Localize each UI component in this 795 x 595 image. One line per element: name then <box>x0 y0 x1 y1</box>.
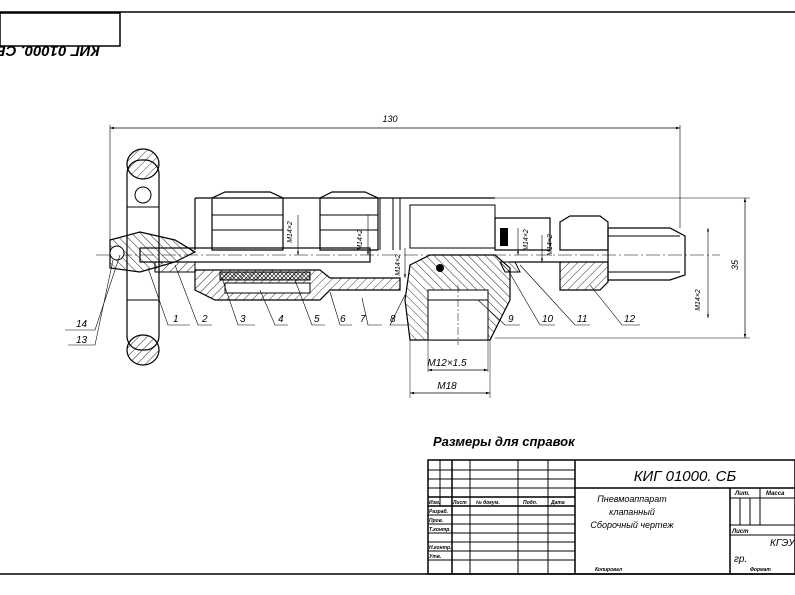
part-number-10: 10 <box>542 314 554 325</box>
name-line3: Сборочный чертеж <box>590 520 674 530</box>
row-label-checker: Пров. <box>429 518 443 524</box>
row-label-developer: Разраб. <box>429 508 448 515</box>
col-header-izm: Изм. <box>429 500 440 506</box>
part-numbers: 14 13 1 2 3 4 5 6 7 8 9 10 11 12 <box>76 314 636 346</box>
row-label-tech-control: Т.контр. <box>429 527 451 533</box>
name-line2: клапанный <box>609 507 655 517</box>
thread-label-5: М14×2 <box>547 234 554 256</box>
col-header-doc: № докум. <box>476 500 500 506</box>
dim-port: М12×1.5 М18 <box>409 340 491 398</box>
dim-port-width: М18 <box>437 381 457 392</box>
part-number-13: 13 <box>76 335 88 346</box>
copied-label: Копировал <box>595 567 623 573</box>
handwheel <box>109 148 197 366</box>
row-label-approved: Утв. <box>429 554 441 560</box>
union-nut-left <box>211 191 284 251</box>
dim-port-thread: М12×1.5 <box>427 358 467 369</box>
dim-overall: 130 <box>109 114 681 240</box>
sheet-frame <box>0 11 795 575</box>
part-number-3: 3 <box>240 314 246 325</box>
union-nut-middle <box>319 191 379 251</box>
row-label-norm-control: Н.контр. <box>429 545 452 551</box>
part-number-11: 11 <box>577 314 587 325</box>
leader-lines <box>65 254 640 346</box>
reference-note: Размеры для справок <box>433 434 576 449</box>
part-number-4: 4 <box>278 314 284 325</box>
mass-label: Масса <box>766 491 785 497</box>
lit-label: Лит. <box>734 491 750 497</box>
format-label: Формат <box>750 567 771 573</box>
organization: КГЭУ <box>770 538 795 549</box>
tee-body <box>404 254 511 345</box>
top-stamp-code: КИГ 01000. СБ <box>0 42 100 59</box>
thread-label-1: М14×2 <box>287 221 294 243</box>
housing <box>194 197 496 301</box>
top-stamp: КИГ 01000. СБ <box>0 12 121 59</box>
part-number-1: 1 <box>173 314 179 325</box>
part-number-14: 14 <box>76 319 88 330</box>
title-block: Изм. Лист № докум. Подп. Дата Разраб. Пр… <box>427 459 795 575</box>
dim-height-label: 35 <box>730 259 740 270</box>
group: гр. <box>734 554 747 565</box>
thread-label-4: М14×2 <box>523 229 530 251</box>
part-number-8: 8 <box>390 314 396 325</box>
thread-labels: М14×2 М14×2 М14×2 М14×2 М14×2 М14×2 <box>287 215 710 318</box>
dim-height: 35 <box>495 197 750 339</box>
part-number-2: 2 <box>201 314 208 325</box>
stem <box>139 247 371 273</box>
col-header-date: Дата <box>550 500 565 506</box>
part-number-12: 12 <box>624 314 636 325</box>
part-number-6: 6 <box>340 314 346 325</box>
col-header-list: Лист <box>452 500 467 506</box>
thread-label-3: М14×2 <box>395 254 402 276</box>
doc-code: КИГ 01000. СБ <box>634 468 737 485</box>
part-number-9: 9 <box>508 314 514 325</box>
thread-label-6: М14×2 <box>695 289 702 311</box>
part-number-7: 7 <box>360 314 366 325</box>
col-header-sign: Подп. <box>523 500 537 506</box>
dim-overall-label: 130 <box>382 114 397 124</box>
sheet-label: Лист <box>731 529 749 535</box>
part-number-5: 5 <box>314 314 320 325</box>
thread-label-2: М14×2 <box>357 229 364 251</box>
right-fitting <box>494 215 686 291</box>
name-line1: Пневмоаппарат <box>597 494 667 504</box>
